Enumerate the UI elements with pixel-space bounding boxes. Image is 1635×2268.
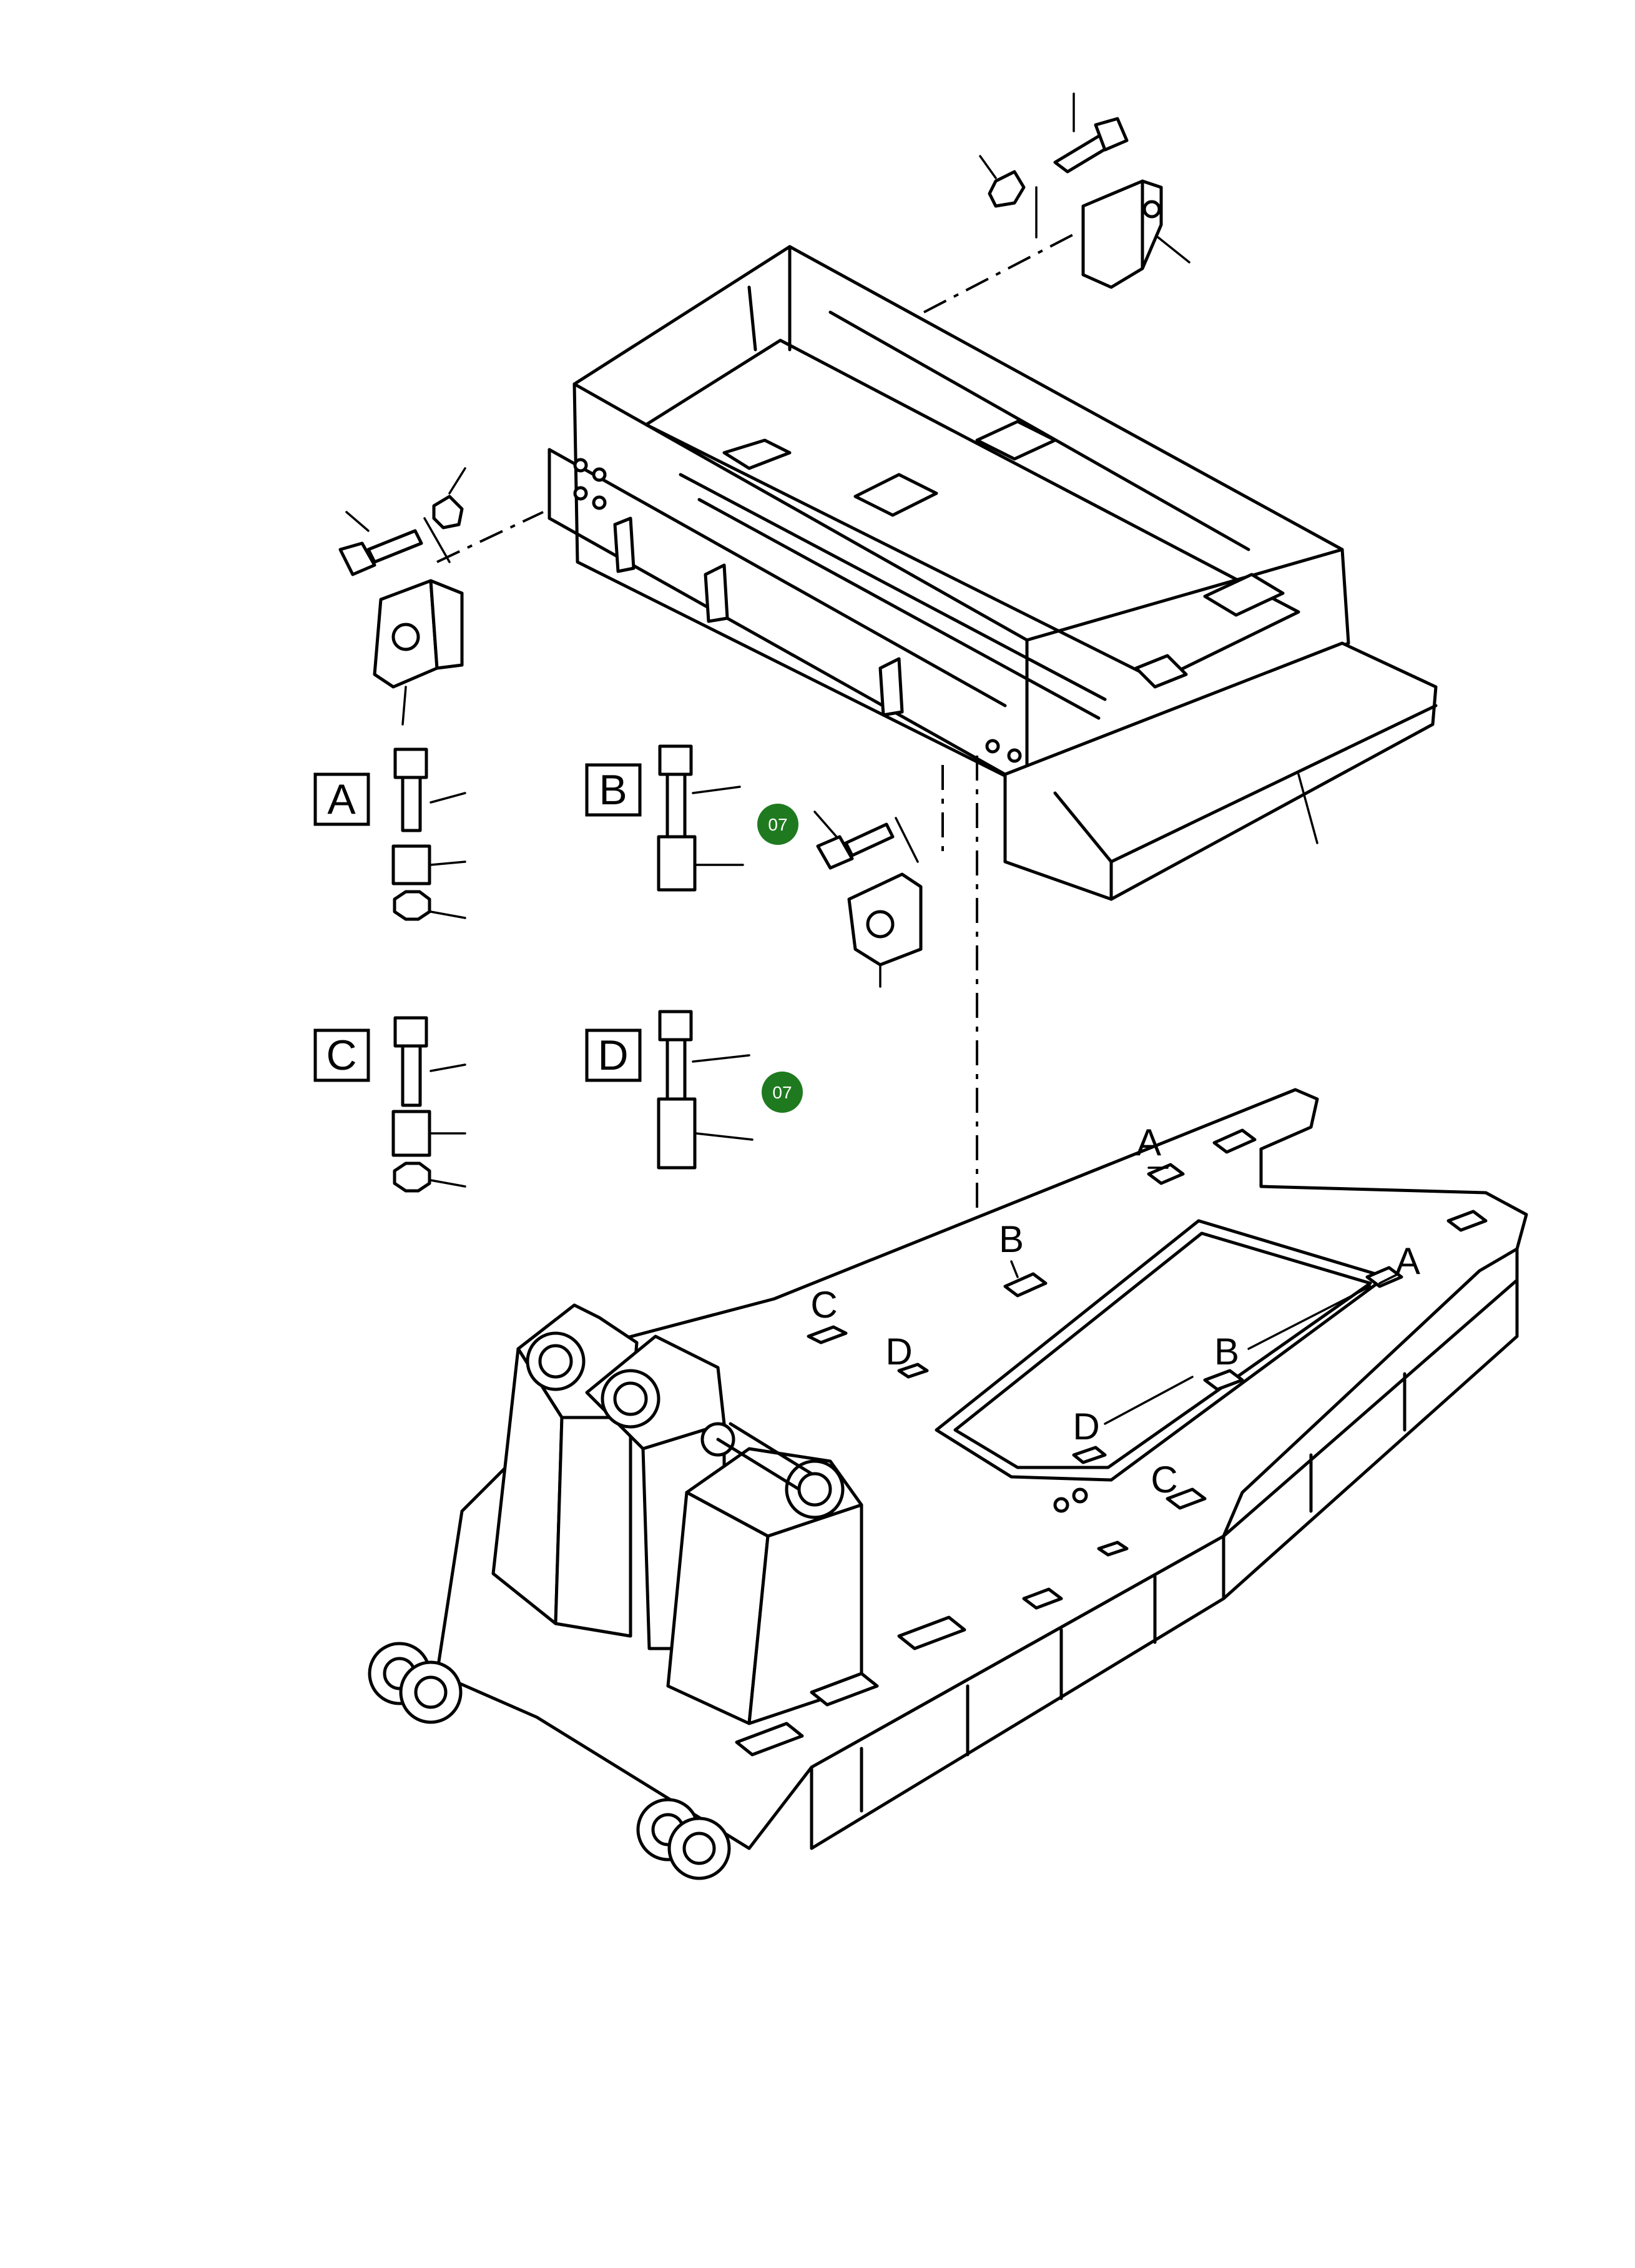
detail-d: D — [585, 1010, 754, 1170]
front-pin-lug-right — [636, 1798, 731, 1880]
frame-labels: A B C D A B D C — [810, 1122, 1420, 1501]
detail-label-d: D — [597, 1032, 628, 1079]
spacer-b — [657, 835, 697, 892]
hex-bolt-center — [813, 811, 895, 870]
spacer-a — [391, 844, 431, 885]
hotspot-07-b[interactable]: 07 — [757, 804, 798, 845]
nut-c — [393, 1161, 431, 1193]
hex-bolt-left — [338, 511, 423, 576]
spacer-c — [391, 1110, 431, 1157]
bolt-c — [393, 1016, 428, 1107]
detail-b: B — [585, 744, 744, 892]
detail-label-a: A — [327, 776, 356, 823]
bolt-d — [658, 1010, 693, 1101]
frame-label-a-rear: A — [1136, 1122, 1161, 1163]
hex-bolt-top — [1053, 92, 1129, 174]
hotspot-07-d[interactable]: 07 — [762, 1072, 803, 1113]
frame-label-b-rear: B — [999, 1218, 1024, 1260]
main-frame-assembly — [368, 1088, 1528, 1880]
hotspot-label: 07 — [772, 1083, 792, 1102]
frame-label-d-left: D — [885, 1331, 912, 1373]
front-pin-lug-left — [368, 1642, 463, 1724]
spacer-d — [657, 1097, 697, 1170]
frame-label-c-left: C — [810, 1284, 837, 1326]
hotspot-label: 07 — [768, 815, 787, 834]
detail-c: C — [313, 1016, 466, 1193]
detail-label-c: C — [326, 1032, 356, 1079]
upper-frame-assembly — [547, 245, 1438, 901]
detail-a: A — [313, 747, 466, 921]
frame-label-b-right: B — [1214, 1331, 1239, 1373]
bolt-b — [658, 744, 693, 839]
hex-nut-top — [979, 155, 1026, 208]
frame-label-c-right: C — [1151, 1459, 1177, 1501]
frame-label-d-mid: D — [1073, 1406, 1099, 1447]
nut-a — [393, 890, 431, 921]
frame-label-a-right: A — [1395, 1240, 1420, 1282]
bracket-center — [847, 872, 923, 988]
hex-nut-left — [432, 467, 466, 530]
bracket-left — [373, 579, 464, 726]
bracket-top-right — [1081, 179, 1191, 289]
detail-label-b: B — [599, 766, 627, 814]
bolt-a — [393, 747, 428, 832]
